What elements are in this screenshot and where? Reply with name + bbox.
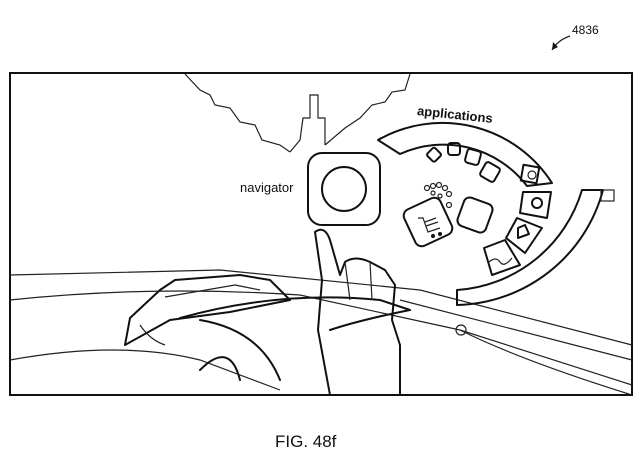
- dots-icon: [423, 181, 453, 209]
- app-icons[interactable]: [401, 142, 552, 276]
- navigator-circle-icon: [321, 166, 367, 212]
- app-slot-circle: [519, 191, 552, 219]
- road-lines: [9, 269, 633, 386]
- shopping-cart-app-icon: [402, 196, 454, 248]
- reference-number: 4836: [572, 23, 599, 37]
- hand-illustration: [314, 228, 467, 396]
- navigator-label: navigator: [240, 180, 294, 195]
- app-icon: [426, 146, 442, 163]
- mountain-outline: [184, 73, 411, 153]
- app-slot-photo: [519, 163, 541, 185]
- figure-caption: FIG. 48f: [275, 432, 337, 451]
- pointer-dot-icon: [455, 324, 467, 336]
- app-icon: [447, 142, 461, 156]
- app-slot-pentagon: [505, 217, 543, 254]
- car-illustration: [124, 274, 291, 346]
- applications-menu[interactable]: [377, 121, 615, 306]
- navigator-button[interactable]: [307, 152, 381, 226]
- small-square-icon: [600, 189, 615, 202]
- display-frame: [9, 72, 633, 396]
- app-icon: [464, 148, 482, 166]
- app-icon: [456, 196, 494, 234]
- app-slot-chart: [483, 239, 521, 276]
- app-icon: [479, 161, 501, 183]
- steering-wheel: [179, 296, 411, 381]
